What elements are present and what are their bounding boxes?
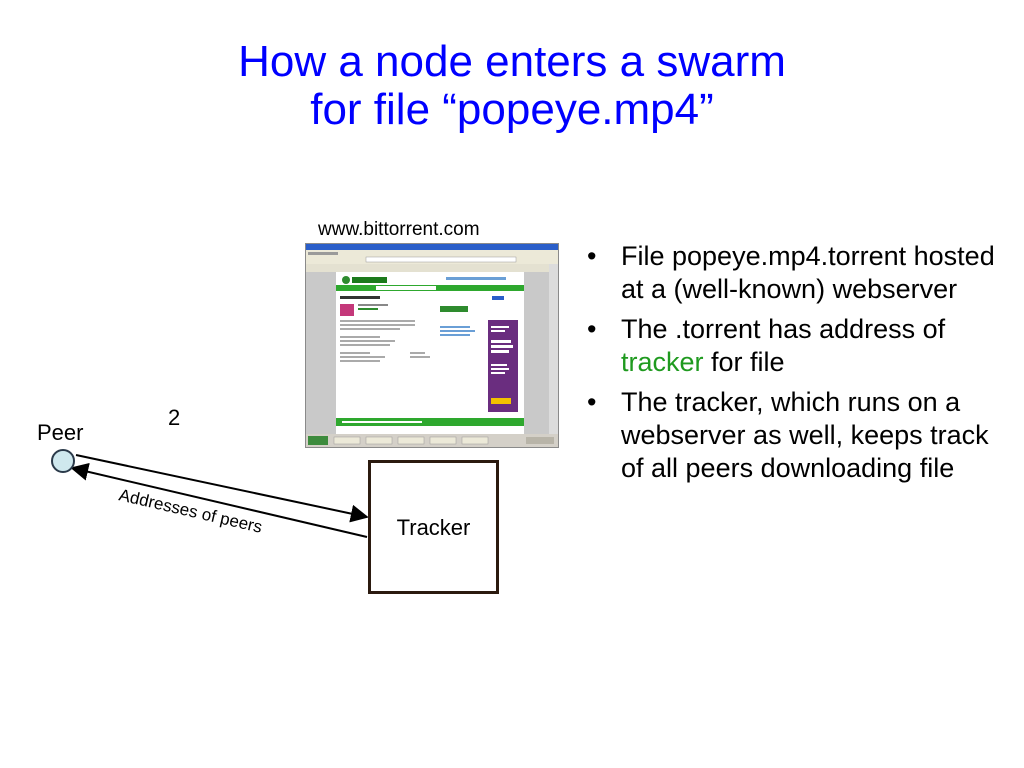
bullet-item: • The .torrent has address of tracker fo… <box>583 313 1013 379</box>
peer-node <box>51 449 75 473</box>
arrow-tracker-to-peer <box>70 462 368 538</box>
slide-title: How a node enters a swarm for file “pope… <box>0 38 1024 134</box>
bullet-dot: • <box>587 387 597 417</box>
screenshot-caption: www.bittorrent.com <box>318 219 480 240</box>
bullet-dot: • <box>587 314 597 344</box>
tracker-label: Tracker <box>396 515 471 540</box>
bullet-text: File popeye.mp4.torrent hosted at a (wel… <box>621 241 995 304</box>
tracker-box: Tracker <box>368 460 499 594</box>
bullet-text: The tracker, which runs on a webserver a… <box>621 387 989 483</box>
title-line-2: for file “popeye.mp4” <box>310 85 714 134</box>
arrow-label: Addresses of peers <box>117 485 264 536</box>
website-screenshot-image <box>306 244 558 447</box>
bullet-text-pre: The .torrent has address of <box>621 314 946 344</box>
arrow-peer-to-tracker <box>75 454 369 523</box>
bullet-text-post: for file <box>703 347 785 377</box>
bullet-item: • The tracker, which runs on a webserver… <box>583 386 1013 485</box>
peer-label: Peer <box>37 420 84 445</box>
title-line-1: How a node enters a swarm <box>238 37 786 86</box>
step-number: 2 <box>168 405 181 430</box>
bullet-item: • File popeye.mp4.torrent hosted at a (w… <box>583 240 1013 306</box>
bullet-dot: • <box>587 241 597 271</box>
bullet-list: • File popeye.mp4.torrent hosted at a (w… <box>583 240 1013 492</box>
website-screenshot <box>305 243 559 448</box>
bullet-highlight-tracker: tracker <box>621 347 704 377</box>
